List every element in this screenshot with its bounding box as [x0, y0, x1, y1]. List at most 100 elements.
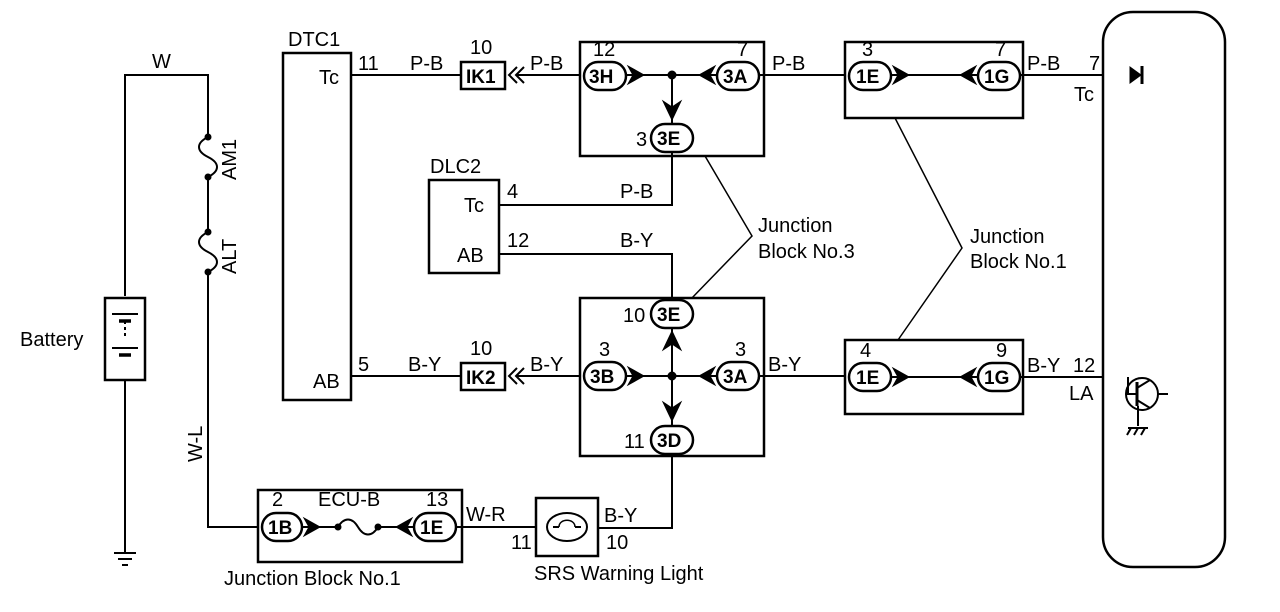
terminal-arrow-icon	[891, 366, 911, 388]
connector-3a-top-label: 3A	[723, 67, 748, 88]
wire-label-pb-1: P-B	[410, 53, 443, 75]
wire-label-pb-4: P-B	[772, 53, 805, 75]
pin-ecu-tc: 7	[1089, 53, 1100, 75]
terminal-arrow-icon	[626, 365, 646, 387]
fuse-alt	[198, 222, 218, 276]
connector-3d-label: 3D	[657, 431, 681, 452]
wire-w-l	[207, 272, 262, 528]
dtc1-tc-label: Tc	[319, 67, 339, 89]
pin-jb3-3e-bot: 10	[623, 305, 645, 327]
pin-srs-in: 11	[511, 532, 532, 554]
pin-jb3-3a-top: 7	[737, 39, 748, 61]
transistor-icon	[1125, 377, 1168, 436]
dtc1-connector: DTC1 Tc AB	[281, 29, 353, 402]
pin-dtc-tc: 11	[358, 53, 379, 75]
wire-label-w: W	[152, 51, 171, 73]
connector-1e-bottom-label: 1E	[420, 518, 443, 539]
junction-block-1-middle: 1E 4 1G 9	[843, 338, 1025, 416]
dtc1-ab-label: AB	[313, 371, 340, 393]
connector-3e-top-label: 3E	[657, 129, 680, 150]
pin-ik2: 10	[470, 338, 492, 360]
dlc2-connector: DLC2 Tc AB 4 12	[427, 156, 529, 275]
pin-jb1-1e-top: 3	[862, 39, 873, 61]
diode-icon	[1129, 66, 1144, 84]
terminal-arrow-icon	[661, 400, 683, 423]
terminal-arrow-icon	[661, 99, 683, 122]
connector-ik2	[459, 361, 507, 392]
pin-dlc-tc: 4	[507, 181, 518, 203]
connector-1e-top-label: 1E	[856, 67, 879, 88]
fuse-am1	[198, 128, 218, 222]
wire-label-pb-3: P-B	[620, 181, 653, 203]
terminal-arrow-icon	[958, 366, 978, 388]
ab-line: 5 B-Y IK2 10 B-Y	[351, 338, 584, 392]
airbag-ecu	[1101, 10, 1227, 569]
power-supply-section: W AM1 ALT W-L Battery	[20, 51, 262, 566]
bulb-icon	[546, 512, 588, 542]
wire-label-w-l: W-L	[185, 426, 207, 462]
fuse-label-ecu-b: ECU-B	[318, 489, 380, 511]
pin-jb3-3b: 3	[599, 339, 610, 361]
jb1-label-line2: Block No.1	[970, 251, 1067, 273]
wire-label-by-2: B-Y	[408, 354, 441, 376]
jb3-callout-line	[689, 155, 753, 301]
pin-jb3-3a-bot: 3	[735, 339, 746, 361]
connector-1g-top-label: 1G	[984, 67, 1009, 88]
pin-jb1-1g-top: 7	[995, 39, 1006, 61]
terminal-arrow-icon	[697, 365, 717, 387]
ecu-tc-label: Tc	[1074, 84, 1094, 106]
connector-1e-mid-label: 1E	[856, 368, 879, 389]
connector-1b-label: 1B	[268, 518, 292, 539]
dlc2-tc-label: Tc	[464, 195, 484, 217]
connector-ik2-label: IK2	[466, 368, 496, 389]
pin-dtc-ab: 5	[358, 354, 369, 376]
wire-label-pb-5: P-B	[1027, 53, 1060, 75]
battery-cells	[112, 313, 138, 357]
pin-jb1b-1e: 13	[426, 489, 448, 511]
battery-label: Battery	[20, 329, 83, 351]
jb3-label-line2: Block No.3	[758, 241, 855, 263]
junction-block-1-bottom: 1B 2 1E 13 ECU-B	[256, 488, 464, 564]
junction-block-3-top: 3H 12 3A 7 3E 3	[578, 39, 766, 158]
tc-line: 11 P-B IK1 10 P-B	[351, 37, 584, 91]
pin-jb1-1e-bot: 4	[860, 340, 871, 362]
wire-label-by-6: B-Y	[1027, 355, 1060, 377]
srs-warning-light: 11 10	[511, 496, 628, 558]
wire-3e-to-dlc2-tc	[499, 152, 673, 206]
pin-ecu-la: 12	[1073, 355, 1095, 377]
ecu-body	[1101, 10, 1227, 569]
pin-dlc-ab: 12	[507, 230, 529, 252]
pin-jb3-3d: 11	[624, 431, 645, 453]
wire-label-by-4: B-Y	[768, 354, 801, 376]
wire-label-by-3: B-Y	[530, 354, 563, 376]
wire-w	[124, 74, 209, 296]
pin-jb3-3e-top: 3	[636, 129, 647, 151]
pin-jb1-1g-bot: 9	[996, 340, 1007, 362]
connector-3h-label: 3H	[589, 67, 613, 88]
wire-label-pb-2: P-B	[530, 53, 563, 75]
terminal-arrow-icon	[697, 64, 717, 86]
junction-block-1-top: 1E 3 1G 7	[843, 39, 1025, 120]
dtc1-label: DTC1	[288, 29, 340, 51]
pin-srs-out: 10	[606, 532, 628, 554]
battery-symbol	[103, 296, 147, 382]
dlc2-label: DLC2	[430, 156, 481, 178]
wire-dlc2-ab-to-3e	[499, 253, 673, 300]
pin-ik1: 10	[470, 37, 492, 59]
junction-block-3-bottom: 3E 10 3B 3 3A 3 3D 11	[578, 296, 766, 458]
ground-icon	[114, 552, 136, 566]
pin-jb1b-1b: 2	[272, 489, 283, 511]
connector-1g-mid-label: 1G	[984, 368, 1009, 389]
ecu-la-label: LA	[1069, 383, 1094, 405]
jb1-callout-line	[894, 117, 963, 341]
srs-light-label: SRS Warning Light	[534, 563, 704, 585]
terminal-arrow-icon	[661, 329, 683, 352]
wire-label-w-r: W-R	[466, 504, 506, 526]
pin-jb3-3h: 12	[593, 39, 615, 61]
wire-label-by-5: B-Y	[604, 505, 637, 527]
terminal-arrow-icon	[958, 64, 978, 86]
terminal-arrow-icon	[891, 64, 911, 86]
wire-3d-to-srs	[598, 454, 673, 529]
jb3-label-line1: Junction	[758, 215, 833, 237]
connector-3b-label: 3B	[590, 367, 614, 388]
